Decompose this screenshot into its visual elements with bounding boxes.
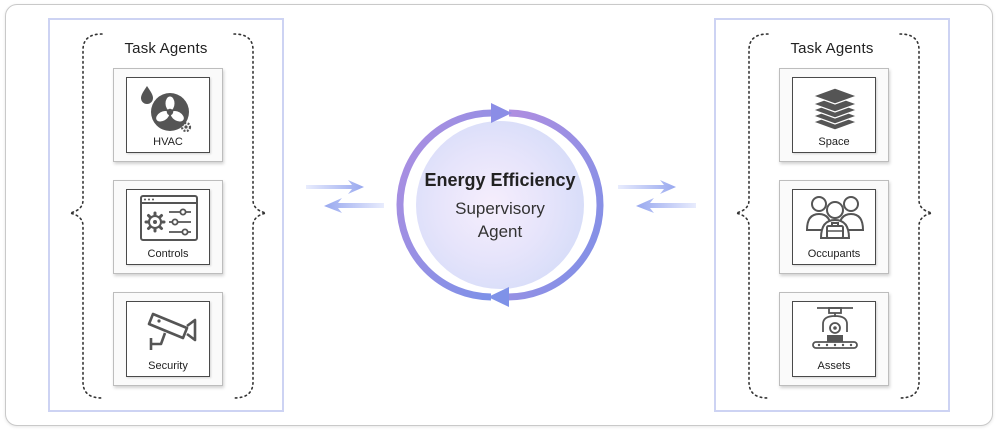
hub-core [416,121,584,289]
supervisory-agent-hub[interactable]: Energy Efficiency Supervisory Agent [395,100,605,310]
right-dotted-brace [735,33,933,399]
right-task-agents-panel: Task Agents Space [714,18,950,412]
occupants-label: Occupants [807,248,861,260]
occupants-agent-card[interactable]: Occupants [779,180,889,274]
hub-subtitle-line1: Supervisory [455,199,545,218]
left-panel-title: Task Agents [124,40,208,57]
assets-agent-card[interactable]: Assets [779,292,889,386]
left-task-agents-panel: Task Agents HVAC [48,18,284,412]
hvac-label: HVAC [153,136,183,148]
left-ring-arc [396,109,494,301]
controls-sliders-icon [140,195,198,241]
security-label: Security [148,360,188,372]
layers-stack-icon [811,87,859,131]
people-group-icon [805,196,865,239]
hub-subtitle-line2: Agent [477,222,523,241]
left-dotted-brace [69,33,267,399]
cycle-ring [396,103,604,307]
security-agent-card[interactable]: Security [113,292,223,386]
controls-agent-card[interactable]: Controls [113,180,223,274]
bottom-arrowhead [488,287,509,307]
top-arrowhead [491,103,512,123]
security-camera-icon [147,312,197,350]
hub-title: Energy Efficiency [424,170,576,190]
right-ring-arc [506,109,604,301]
assets-label: Assets [817,360,851,372]
left-bidirectional-arrows [306,180,384,213]
space-label: Space [818,136,850,148]
controls-label: Controls [147,248,189,260]
space-agent-card[interactable]: Space [779,68,889,162]
right-bidirectional-arrows [618,180,696,213]
hvac-fan-icon [141,86,192,133]
hvac-agent-card[interactable]: HVAC [113,68,223,162]
robot-arm-conveyor-icon [812,307,858,349]
right-panel-title: Task Agents [790,40,874,57]
